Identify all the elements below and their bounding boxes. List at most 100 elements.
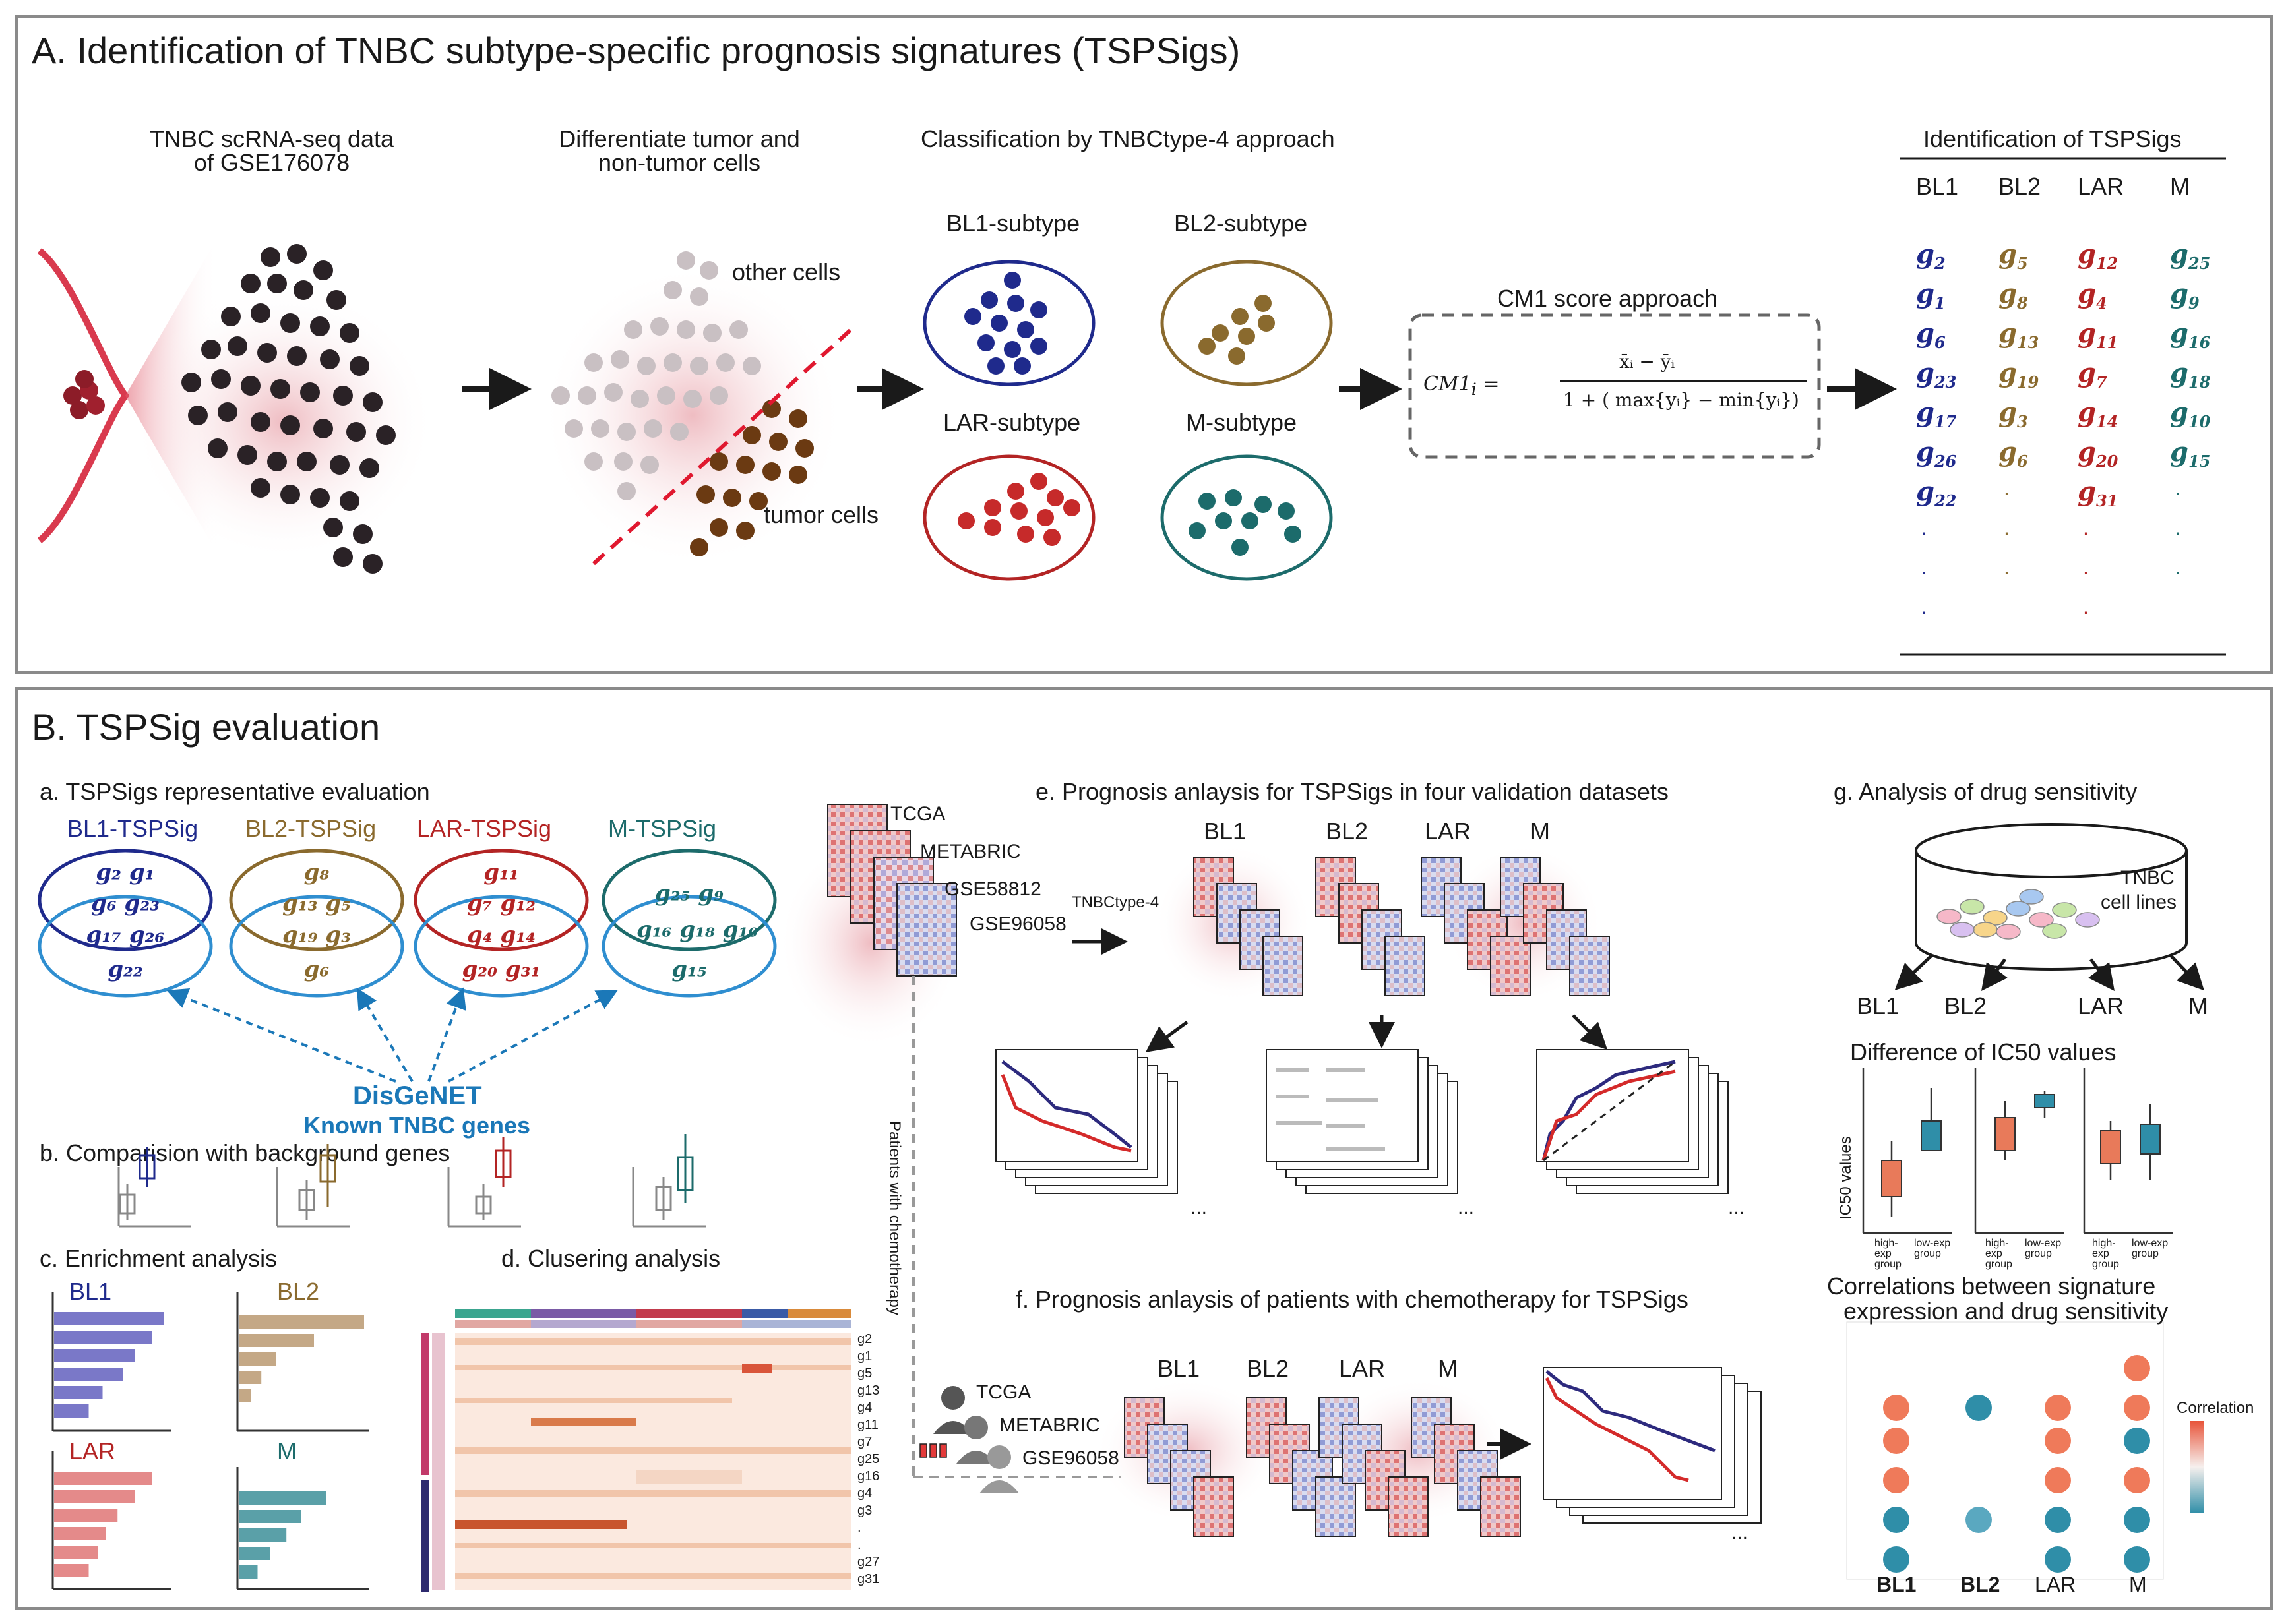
tspsig-gene: g22 <box>1916 476 1957 510</box>
patient-icons <box>933 1386 1019 1493</box>
e-ellipsis-1: ... <box>1190 1197 1208 1218</box>
step2-label: Differentiate tumor and non-tumor cells <box>521 125 838 177</box>
correlation-dots <box>1883 1355 2150 1573</box>
tspsig-gene: g9 <box>2170 278 2200 313</box>
g-subtype-bl1: BL1 <box>1857 992 1900 1019</box>
heatmap-row-label: g4 <box>857 1400 873 1415</box>
ic50-group-label: low-exp group <box>1914 1238 1951 1259</box>
e-subtype-m: M <box>1530 818 1550 845</box>
enrich-m-label: M <box>277 1437 297 1464</box>
cm1-equals: = <box>1483 373 1500 396</box>
f-subtype-bl1: BL1 <box>1158 1355 1200 1382</box>
ic50-group-label: high-exp group <box>1985 1238 2012 1270</box>
section-f-title: f. Prognosis anlaysis of patients with c… <box>1016 1286 1688 1313</box>
corr-x-bl2: BL2 <box>1960 1573 2000 1596</box>
tspsig-gene: g26 <box>1916 436 1957 471</box>
heatmap-row-label: g2 <box>857 1332 873 1346</box>
ic50-title: Difference of IC50 values <box>1850 1038 2117 1066</box>
enrichment-bar-lar <box>54 1472 152 1485</box>
tnbctype-label: TNBCtype-4 <box>1072 893 1159 911</box>
tspsig-ellipsis-dot: . <box>2004 516 2010 539</box>
tspsig-gene: g2 <box>1916 239 1946 273</box>
step5-title: Identification of TSPSigs <box>1923 125 2182 152</box>
tspsig-gene: g17 <box>1916 397 1957 431</box>
enrichment-bar-bl1 <box>54 1312 164 1325</box>
disgenet-label: DisGeNET <box>353 1081 482 1110</box>
bl2-cells <box>1198 295 1275 365</box>
heatmap-row-label: g16 <box>857 1469 880 1484</box>
step2-line2: non-tumor cells <box>598 149 761 176</box>
tspsig-gene: g16 <box>2170 318 2211 352</box>
section-d-title: d. Clusering analysis <box>501 1245 721 1272</box>
enrichment-bar-bl1 <box>54 1349 135 1362</box>
enrichment-bar-m <box>239 1528 287 1542</box>
venn-gene: g₁₉ g₃ <box>282 922 352 948</box>
venn-gene: g₂₅ g₉ <box>654 880 724 907</box>
bl1-subtype-label: BL1-subtype <box>946 210 1080 237</box>
heatmap-row-label: . <box>857 1520 861 1535</box>
tspsig-gene: g1 <box>1916 278 1946 313</box>
m-tspsig-label: M-TSPSig <box>608 815 717 842</box>
f-subtype-m: M <box>1438 1355 1458 1382</box>
f-dataset-tcga: TCGA <box>976 1381 1032 1403</box>
tspsig-gene: g18 <box>2170 357 2211 392</box>
enrichment-bar-lar <box>54 1564 89 1577</box>
corr-x-lar: LAR <box>2035 1573 2076 1596</box>
section-c-title: c. Enrichment analysis <box>40 1245 278 1272</box>
venn-gene: g₄ g₁₄ <box>466 922 536 948</box>
venn-gene: g₂ g₁ <box>96 859 155 886</box>
enrichment-bar-lar <box>54 1509 118 1522</box>
enrichment-bar-lar <box>54 1527 106 1540</box>
heatmap-row-label: g4 <box>857 1486 873 1501</box>
enrichment-bar-bl2 <box>239 1389 251 1402</box>
corr-x-m: M <box>2129 1573 2147 1596</box>
section-g-title: g. Analysis of drug sensitivity <box>1834 778 2138 805</box>
step1-line2: of GSE176078 <box>193 149 350 176</box>
tnbc-label: TNBC <box>2120 867 2175 889</box>
enrich-lar-label: LAR <box>69 1437 116 1464</box>
panel-a-title: A. Identification of TNBC subtype-specif… <box>32 30 1241 71</box>
venn-gene: g₁₃ g₅ <box>282 890 352 917</box>
tumor-cells-label: tumor cells <box>764 501 879 528</box>
heatmap-row-label: g7 <box>857 1435 873 1449</box>
lar-subtype-label: LAR-subtype <box>943 409 1081 436</box>
venn-gene: g₆ g₂₃ <box>90 890 160 917</box>
cm1-subscript: i <box>1471 380 1477 399</box>
cm1-numerator: x̄ᵢ − ȳᵢ <box>1619 351 1675 373</box>
venn-gene: g₁₅ <box>671 956 707 982</box>
cm1-formula-box <box>1408 313 1821 459</box>
section-e-title: e. Prognosis anlaysis for TSPSigs in fou… <box>1036 778 1669 805</box>
heatmap-row-label: g11 <box>857 1418 879 1432</box>
venn-gene: g₁₁ <box>483 859 519 886</box>
step2-line1: Differentiate tumor and <box>559 125 800 152</box>
tspsig-gene: g15 <box>2170 436 2211 471</box>
tspsig-ellipsis-dot: . <box>1921 516 1927 539</box>
enrichment-bar-lar <box>54 1490 135 1503</box>
tspsig-gene: g11 <box>2078 318 2118 352</box>
heatmap-row-label: g3 <box>857 1503 873 1518</box>
corr-title-1: Correlations between signature <box>1827 1273 2156 1300</box>
enrichment-bar-m <box>239 1491 326 1505</box>
ic50-group-label: low-exp group <box>2025 1238 2062 1259</box>
tspsig-ellipsis-dot: . <box>2175 476 2181 500</box>
e-subtype-lar: LAR <box>1425 818 1471 845</box>
corr-title-2: expression and drug sensitivity <box>1843 1298 2169 1325</box>
lar-tspsig-label: LAR-TSPSig <box>417 815 552 842</box>
ic50-group-label: low-exp group <box>2132 1238 2169 1259</box>
e-ellipsis-2: ... <box>1458 1197 1475 1218</box>
tspsig-ellipsis-dot: . <box>1921 555 1927 579</box>
venn-gene: g₆ <box>303 956 330 982</box>
dataset-tcga: TCGA <box>890 803 946 825</box>
tspsig-gene: g20 <box>2078 436 2118 471</box>
correlation-legend-bar <box>2190 1421 2204 1513</box>
enrichment-bar-bl1 <box>54 1404 89 1418</box>
correlation-legend-title: Correlation <box>2177 1399 2254 1417</box>
enrichment-bar-bl2 <box>239 1352 276 1366</box>
m-cells <box>1189 489 1301 556</box>
